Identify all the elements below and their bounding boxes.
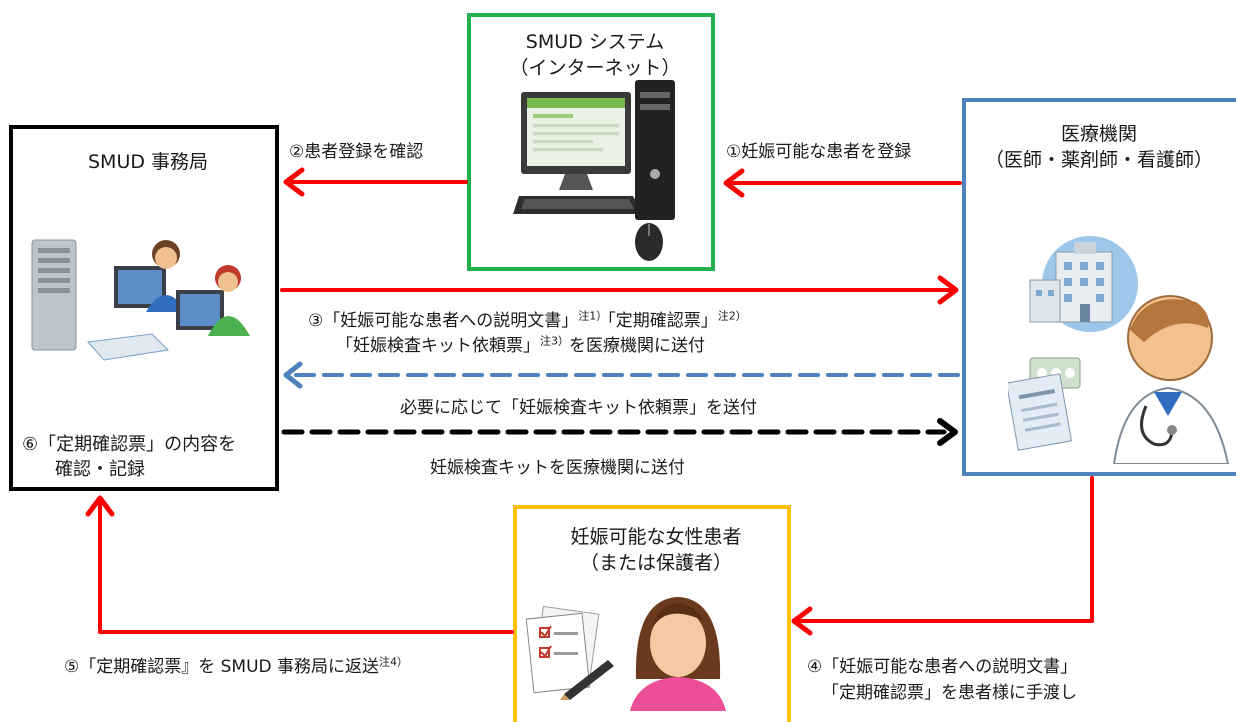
step5-note: 注4）: [379, 655, 409, 669]
send-kit-label: 妊娠検査キットを医療機関に送付: [430, 458, 685, 478]
step3-line1: ③「妊娠可能な患者への説明文書」注1）「定期確認票」注2）: [308, 309, 747, 333]
smud-office-title: SMUD 事務局: [87, 151, 209, 173]
step6-line1: ⑥「定期確認票」の内容を: [22, 434, 237, 455]
medical-title: 医療機関: [1060, 123, 1137, 145]
patient-subtitle: （または保護者）: [579, 552, 732, 574]
arrowhead-confirm-registration: [283, 167, 305, 197]
step3-note2: 注2）: [717, 309, 747, 323]
arrowhead-send-documents: [937, 275, 959, 305]
arrow-return-form: [98, 498, 514, 634]
step3-note3: 注3）: [540, 334, 569, 348]
medical-subtitle: （医師・薬剤師・看護師）: [984, 149, 1213, 171]
desktop-computer-icon: [513, 80, 675, 261]
step3-send-to-medical: を医療機関に送付: [569, 336, 705, 356]
step5-text: ⑤「定期確認票』を SMUD 事務局に返送: [64, 657, 380, 677]
step4-line2: 「定期確認票」を患者様に手渡し: [822, 683, 1077, 703]
arrowhead-send-kit: [937, 418, 958, 446]
medicine-document-icon: [1008, 357, 1081, 451]
smud-system-subtitle: （インターネット）: [509, 57, 681, 79]
step2-label: ②患者登録を確認: [289, 142, 424, 162]
arrowhead-return-form: [85, 495, 115, 517]
patient-title: 妊娠可能な女性患者: [570, 526, 742, 548]
step4-line1: ④「妊娠可能な患者への説明文書」: [807, 657, 1078, 677]
smud-system-title: SMUD システム: [525, 31, 665, 53]
forms-pen-icon: [525, 605, 614, 700]
step3-doc-kit-request: 「妊娠検査キット依頼票」: [336, 336, 540, 356]
step3-doc-periodic: 「定期確認票」: [607, 311, 718, 331]
arrow-hand-to-patient: [794, 476, 1094, 623]
step3-note1: 注1）: [578, 309, 608, 323]
office-staff-computers-icon: [31, 239, 250, 361]
step1-label: ①妊娠可能な患者を登録: [726, 142, 912, 162]
request-kit-label: 必要に応じて「妊娠検査キット依頼票」を送付: [400, 398, 757, 418]
arrowhead-hand-to-patient: [791, 606, 813, 636]
step6-line2: 確認・記録: [55, 459, 145, 480]
step3-line2: 「妊娠検査キット依頼票」注3）を医療機関に送付: [336, 334, 705, 358]
step3-doc-explanation: ③「妊娠可能な患者への説明文書」: [308, 311, 579, 331]
female-patient-icon: [630, 597, 726, 711]
arrowhead-register: [723, 168, 745, 198]
hospital-building-icon: [1029, 236, 1138, 332]
arrowhead-request-kit: [283, 361, 303, 389]
step5-label: ⑤「定期確認票』を SMUD 事務局に返送注4）: [64, 655, 408, 679]
doctor-icon: [1112, 295, 1230, 464]
